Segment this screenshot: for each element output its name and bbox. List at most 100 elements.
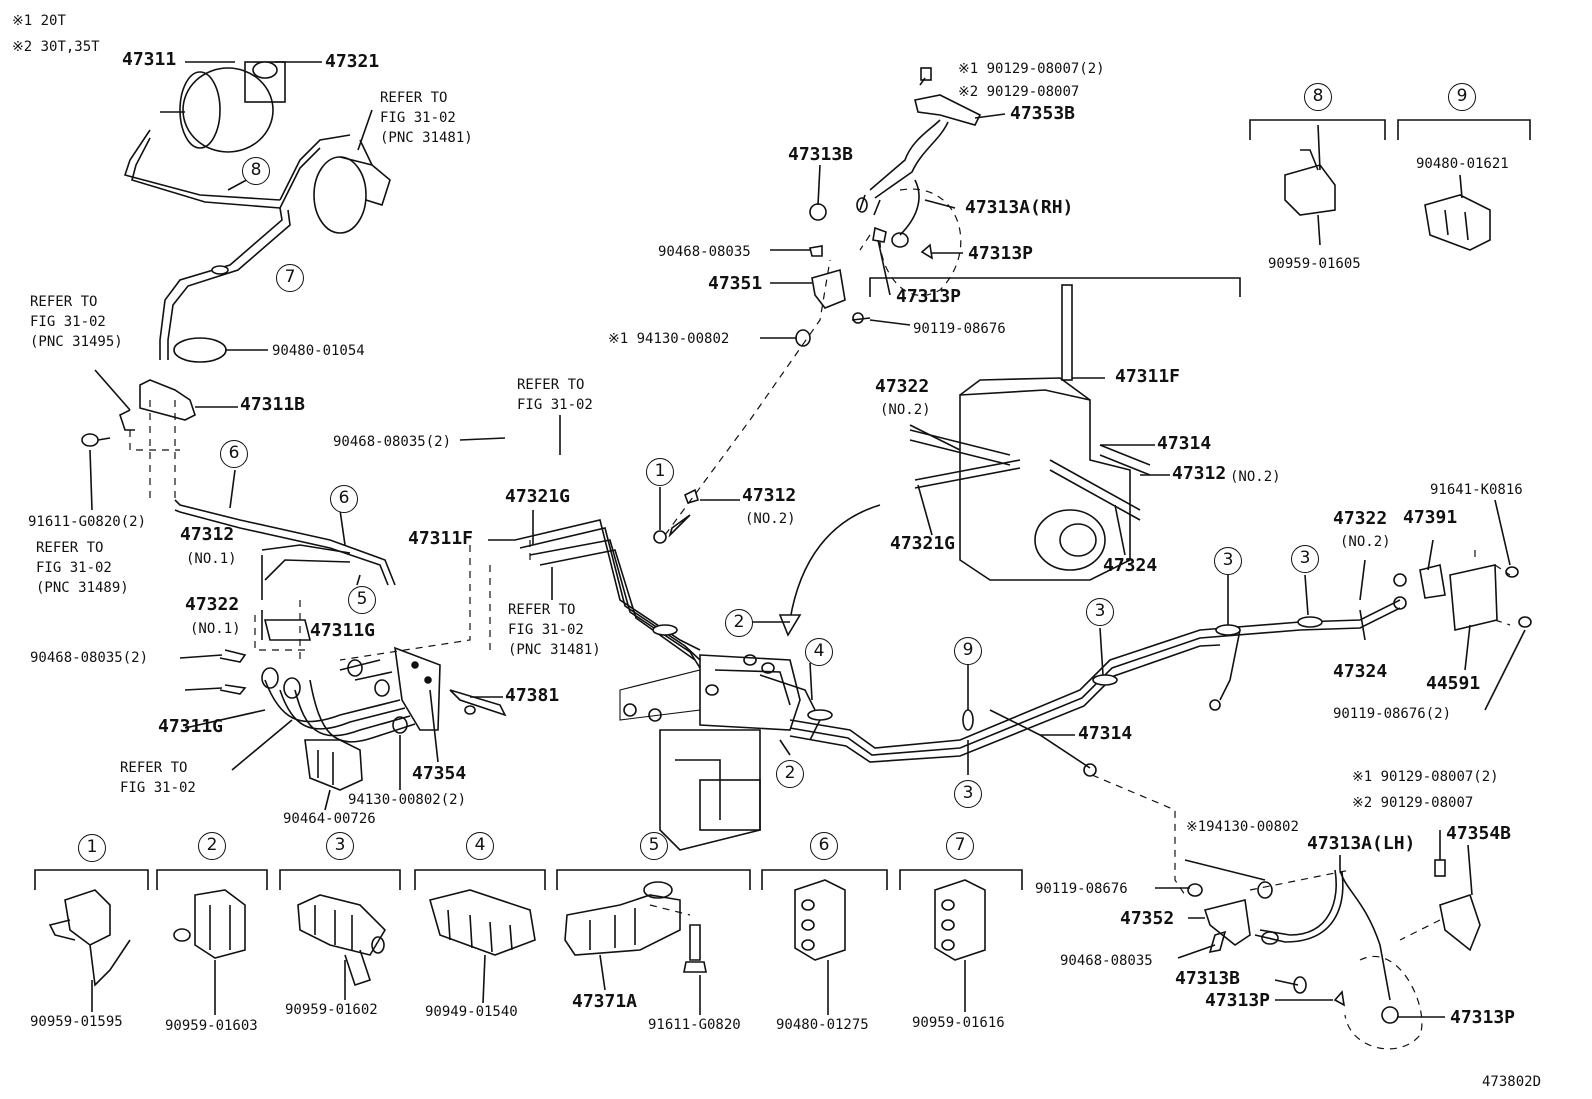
part-91611-g0820-2-label: 91611-G0820(2): [28, 514, 147, 530]
part-90959-01605-label: 90959-01605: [1268, 256, 1361, 272]
callout-7-box: 7: [946, 832, 974, 860]
callout-6-box: 6: [810, 832, 838, 860]
part-47311g-upper-label: 47311G: [310, 620, 376, 641]
part-94130-00802-2-label: 94130-00802(2): [348, 792, 467, 808]
part-90119-08676-2-label: 90119-08676(2): [1333, 706, 1452, 722]
part-47322-left-no1-label: (NO.1): [190, 621, 241, 637]
part-90480-01054-label: 90480-01054: [272, 343, 365, 359]
part-47322-left-label: 47322: [185, 594, 240, 615]
part-94130-00802-bot-label: ※194130-00802: [1186, 819, 1299, 835]
part-47313p-top-left-label: 47313P: [896, 286, 962, 307]
clip-1-part-label: 90959-01595: [30, 1014, 123, 1030]
part-47324-right-label: 47324: [1333, 661, 1388, 682]
callout-2-upper: 2: [725, 609, 753, 637]
part-47321g-box-label: 47321G: [890, 533, 956, 554]
part-47313b-top-label: 47313B: [788, 144, 854, 165]
callout-9-box: 9: [1448, 83, 1476, 111]
part-47324-box-label: 47324: [1103, 555, 1158, 576]
part-47322-box-label: 47322: [875, 376, 930, 397]
part-90480-01621-label: 90480-01621: [1416, 156, 1509, 172]
callout-1: 1: [646, 458, 674, 486]
callout-2-lower: 2: [776, 760, 804, 788]
part-90129-08007-2-top-label: ※1 90129-08007(2): [958, 61, 1105, 77]
callout-8-top: 8: [242, 157, 270, 185]
clip-3-part-label: 90959-01602: [285, 1002, 378, 1018]
clip-5-part-label: 47371A: [572, 991, 638, 1012]
note-1: ※1 20T: [12, 13, 66, 29]
part-91641-k0816-label: 91641-K0816: [1430, 482, 1523, 498]
part-47353b-label: 47353B: [1010, 103, 1076, 124]
part-47311g-lower-label: 47311G: [158, 716, 224, 737]
part-47322-right-no2-label: (NO.2): [1340, 534, 1391, 550]
part-94130-00802-top-label: ※1 94130-00802: [608, 331, 730, 347]
part-47352-label: 47352: [1120, 908, 1175, 929]
part-47381-label: 47381: [505, 685, 560, 706]
clip-4-part-label: 90949-01540: [425, 1004, 518, 1020]
callout-3-a: 3: [1086, 598, 1114, 626]
part-47312-box-no2-label: (NO.2): [1230, 469, 1281, 485]
part-47312-left-no1-label: (NO.1): [186, 551, 237, 567]
callout-4-box: 4: [466, 832, 494, 860]
clip-6-part-label: 90480-01275: [776, 1017, 869, 1033]
callout-3-box: 3: [326, 832, 354, 860]
callout-6-mid: 6: [330, 485, 358, 513]
part-90129-08007-top-label: ※2 90129-08007: [958, 84, 1080, 100]
callout-6-left: 6: [220, 440, 248, 468]
part-47314-mid-label: 47314: [1078, 723, 1133, 744]
part-47321-label: 47321: [325, 51, 380, 72]
master-cylinder-assembly: [123, 61, 351, 209]
figure-code: 473802D: [1482, 1074, 1542, 1090]
callout-3-low: 3: [954, 780, 982, 808]
part-47322-box-no2-label: (NO.2): [880, 402, 931, 418]
part-47311f-box-label: 47311F: [1115, 366, 1181, 387]
callout-3-c: 3: [1291, 545, 1319, 573]
part-90129-08007-bot-label: ※2 90129-08007: [1352, 795, 1474, 811]
part-47313a-rh-label: 47313A(RH): [965, 197, 1074, 218]
part-90468-08035-bot-label: 90468-08035: [1060, 953, 1153, 969]
part-47312-box-label: 47312: [1172, 463, 1227, 484]
part-47313p-bot-left-label: 47313P: [1205, 990, 1271, 1011]
part-47322-right-label: 47322: [1333, 508, 1388, 529]
booster-assembly: [313, 139, 391, 234]
part-47313b-bot-label: 47313B: [1175, 968, 1241, 989]
part-44591-label: 44591: [1426, 673, 1481, 694]
part-90119-08676-top-label: 90119-08676: [913, 321, 1006, 337]
callout-2-box: 2: [198, 832, 226, 860]
clip-5-bolt-part-label: 91611-G0820: [648, 1017, 741, 1033]
part-47391-label: 47391: [1403, 507, 1458, 528]
part-90119-08676-bot-label: 90119-08676: [1035, 881, 1128, 897]
clip-7-part-label: 90959-01616: [912, 1015, 1005, 1031]
part-47314-box-label: 47314: [1157, 433, 1212, 454]
callout-9-mid: 9: [954, 637, 982, 665]
part-90464-00726-label: 90464-00726: [283, 811, 376, 827]
clip-2-part-label: 90959-01603: [165, 1018, 258, 1034]
callout-5-box: 5: [640, 832, 668, 860]
part-47313p-bot-right-label: 47313P: [1450, 1007, 1516, 1028]
part-47354b-label: 47354B: [1446, 823, 1512, 844]
note-2: ※2 30T,35T: [12, 39, 100, 55]
callout-8-box: 8: [1304, 83, 1332, 111]
part-47312-left-label: 47312: [180, 524, 235, 545]
part-47311-label: 47311: [122, 49, 177, 70]
part-47312-mid-no2-label: (NO.2): [745, 511, 796, 527]
part-47311b-label: 47311B: [240, 394, 306, 415]
part-47311f-mid-label: 47311F: [408, 528, 474, 549]
part-47351-label: 47351: [708, 273, 763, 294]
part-90129-08007-2-bot-label: ※1 90129-08007(2): [1352, 769, 1499, 785]
part-90468-08035-2-left-label: 90468-08035(2): [30, 650, 149, 666]
callout-1-box: 1: [78, 834, 106, 862]
part-90468-08035-2-mid-label: 90468-08035(2): [333, 434, 452, 450]
callout-5: 5: [348, 586, 376, 614]
part-47321g-mid-label: 47321G: [505, 486, 571, 507]
part-47313a-lh-label: 47313A(LH): [1307, 833, 1416, 854]
part-90468-08035-top-label: 90468-08035: [658, 244, 751, 260]
part-47354-label: 47354: [412, 763, 467, 784]
